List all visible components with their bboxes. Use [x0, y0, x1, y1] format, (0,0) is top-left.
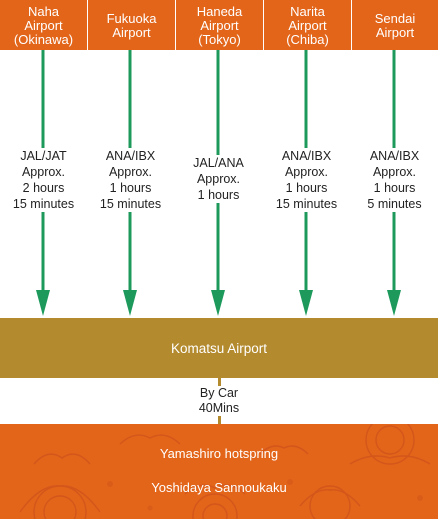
route-approx: Approx.: [21, 165, 66, 179]
transfer-mode: By Car: [199, 386, 239, 400]
route-label-sendai: ANA/IBX Approx. 1 hours 5 minutes: [351, 148, 438, 212]
origin-sendai-airport: Sendai Airport: [352, 0, 438, 50]
origin-name: Fukuoka: [106, 10, 157, 26]
hub-name: Komatsu Airport: [170, 340, 268, 356]
route-minutes: 15 minutes: [275, 197, 338, 211]
route-minutes: 15 minutes: [12, 197, 75, 211]
origin-type: Airport: [200, 17, 239, 33]
route-label-naha: JAL/JAT Approx. 2 hours 15 minutes: [0, 148, 87, 212]
route-approx: Approx.: [108, 165, 153, 179]
hub-komatsu-airport: Komatsu Airport: [0, 318, 438, 378]
route-hours: 2 hours: [22, 181, 65, 195]
origin-type: Airport: [112, 24, 151, 40]
origin-name: Narita: [290, 3, 325, 19]
route-approx: Approx.: [196, 172, 241, 186]
route-airlines: JAL/JAT: [20, 149, 67, 163]
route-airlines: ANA/IBX: [281, 149, 332, 163]
route-minutes: 5 minutes: [367, 197, 422, 211]
route-airlines: JAL/ANA: [193, 156, 244, 170]
origin-type: Airport: [288, 17, 327, 33]
origin-type: Airport: [24, 17, 63, 33]
route-label-narita: ANA/IBX Approx. 1 hours 15 minutes: [263, 148, 350, 212]
origin-name: Naha: [27, 3, 60, 19]
route-approx: Approx.: [284, 165, 329, 179]
origin-region: (Tokyo): [198, 31, 241, 47]
transfer-duration: 40Mins: [198, 401, 240, 415]
origin-region: (Chiba): [286, 31, 329, 47]
route-label-fukuoka: ANA/IBX Approx. 1 hours 15 minutes: [87, 148, 174, 212]
car-transfer-label: By Car 40Mins: [160, 386, 278, 416]
route-approx: Approx.: [372, 165, 417, 179]
route-minutes: 15 minutes: [99, 197, 162, 211]
route-airlines: ANA/IBX: [105, 149, 156, 163]
route-hours: 1 hours: [109, 181, 152, 195]
origin-name: Haneda: [196, 3, 243, 19]
route-airlines: ANA/IBX: [369, 149, 420, 163]
destination-box: Yamashiro hotspring Yoshidaya Sannoukaku: [0, 424, 438, 519]
origin-type: Airport: [375, 24, 415, 40]
origin-naha-airport: Naha Airport (Okinawa): [0, 0, 87, 50]
route-label-haneda: JAL/ANA Approx. 1 hours: [175, 155, 262, 203]
origin-fukuoka-airport: Fukuoka Airport: [88, 0, 175, 50]
origin-name: Sendai: [374, 10, 416, 26]
decorative-pine-pattern: [19, 424, 431, 519]
origin-haneda-airport: Haneda Airport (Tokyo): [176, 0, 263, 50]
destination-area: Yamashiro hotspring: [159, 446, 279, 461]
origin-region: (Okinawa): [13, 31, 74, 47]
route-hours: 1 hours: [197, 188, 240, 202]
origin-narita-airport: Narita Airport (Chiba): [264, 0, 351, 50]
route-hours: 1 hours: [373, 181, 416, 195]
route-hours: 1 hours: [285, 181, 328, 195]
destination-inn: Yoshidaya Sannoukaku: [151, 480, 287, 495]
